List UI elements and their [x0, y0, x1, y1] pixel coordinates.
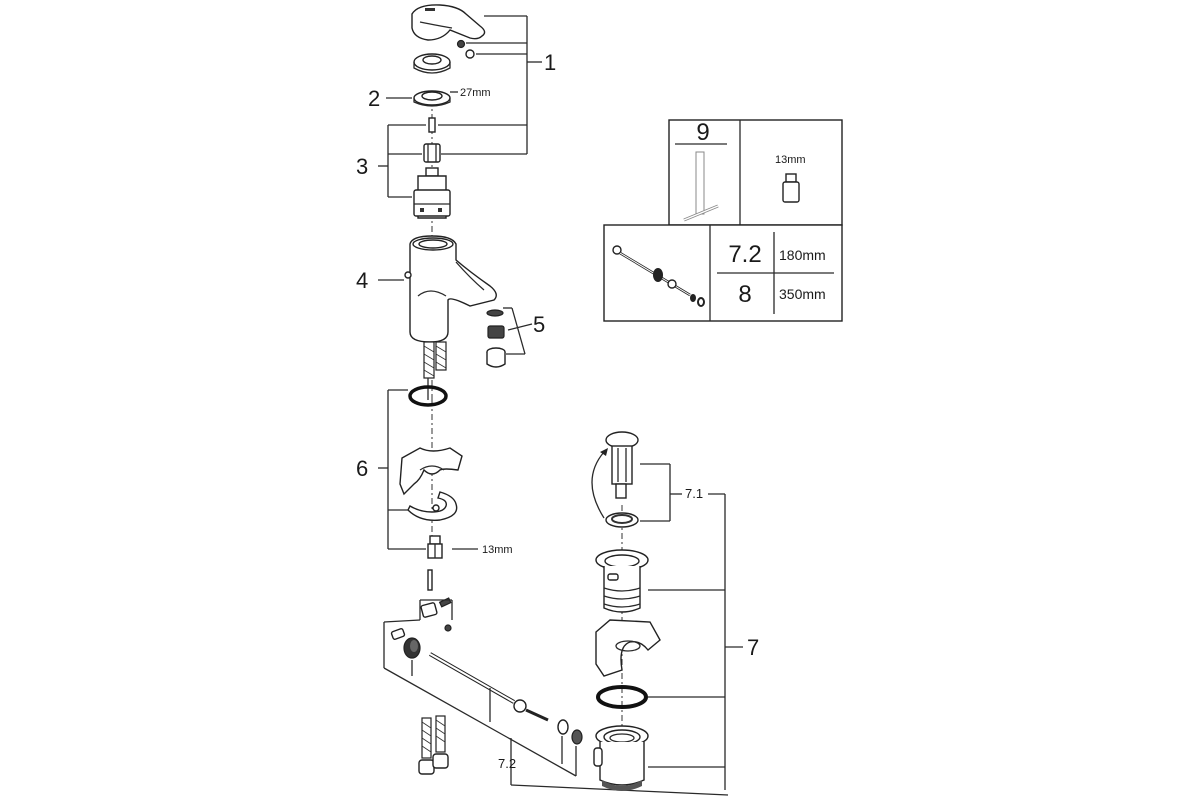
ceramic-cartridge [413, 167, 451, 219]
cartridge-screw [428, 117, 436, 133]
callout-4: 4 [356, 268, 368, 293]
rod-washer [557, 719, 569, 735]
callout-5: 5 [533, 312, 545, 337]
pivot-rod-icon [612, 245, 705, 307]
mixer-body [404, 235, 497, 343]
callout-6-bracket [378, 389, 426, 550]
base-o-ring [408, 385, 448, 407]
tool-label-9: 9 [696, 119, 709, 146]
aerator-set [486, 309, 506, 368]
rotation-arrow [591, 451, 605, 519]
cover-ring [413, 53, 451, 74]
fixing-nut-27mm [413, 90, 451, 107]
callout-7: 7 [747, 635, 759, 660]
waste-body [593, 725, 649, 791]
threaded-stud [427, 535, 443, 559]
callout-5-bracket [503, 307, 533, 355]
spare-parts-table [603, 119, 843, 322]
callout-7-2: 7.2 [498, 756, 516, 771]
rod-clamp [390, 597, 452, 640]
cartridge-adapter [423, 143, 441, 163]
flexible-hoses-bottom [418, 715, 449, 775]
horseshoe-washer [407, 491, 458, 521]
table-row-length-180mm: 180mm [779, 247, 826, 263]
lift-rod-pin [427, 569, 433, 591]
dimension-27mm: 27mm [460, 87, 491, 99]
handle-screw [456, 39, 466, 49]
callout-7-1-bracket [640, 463, 725, 522]
waste-flange-upper [595, 549, 649, 613]
tool-key-icon [683, 151, 719, 222]
waste-o-ring [596, 685, 648, 709]
sink-gasket [595, 619, 661, 677]
callout-6: 6 [356, 456, 368, 481]
socket-adapter-icon [782, 173, 800, 203]
table-row-part-8: 8 [738, 281, 751, 308]
table-row-part-7-2: 7.2 [728, 241, 761, 268]
base-plate [399, 447, 463, 496]
lever-handle [411, 4, 486, 41]
callout-1-bracket [438, 15, 542, 155]
rod-seal [571, 729, 583, 745]
tool-dimension-13mm: 13mm [775, 154, 806, 166]
pop-up-plug [605, 431, 639, 499]
callout-7-1: 7.1 [685, 486, 703, 501]
callout-7-bracket [648, 494, 743, 790]
callout-3: 3 [356, 154, 368, 179]
flexible-hoses-top [423, 341, 447, 400]
table-row-length-350mm: 350mm [779, 286, 826, 302]
rod-nut [403, 637, 421, 659]
tool-box [668, 119, 843, 226]
handle-cap [465, 49, 475, 59]
plug-seal-ring [605, 512, 639, 528]
dimension-13mm-stud: 13mm [482, 544, 513, 556]
pivot-rod [429, 652, 549, 722]
callout-2: 2 [368, 86, 380, 111]
callout-3-bracket [378, 124, 426, 198]
callout-1: 1 [544, 50, 556, 75]
